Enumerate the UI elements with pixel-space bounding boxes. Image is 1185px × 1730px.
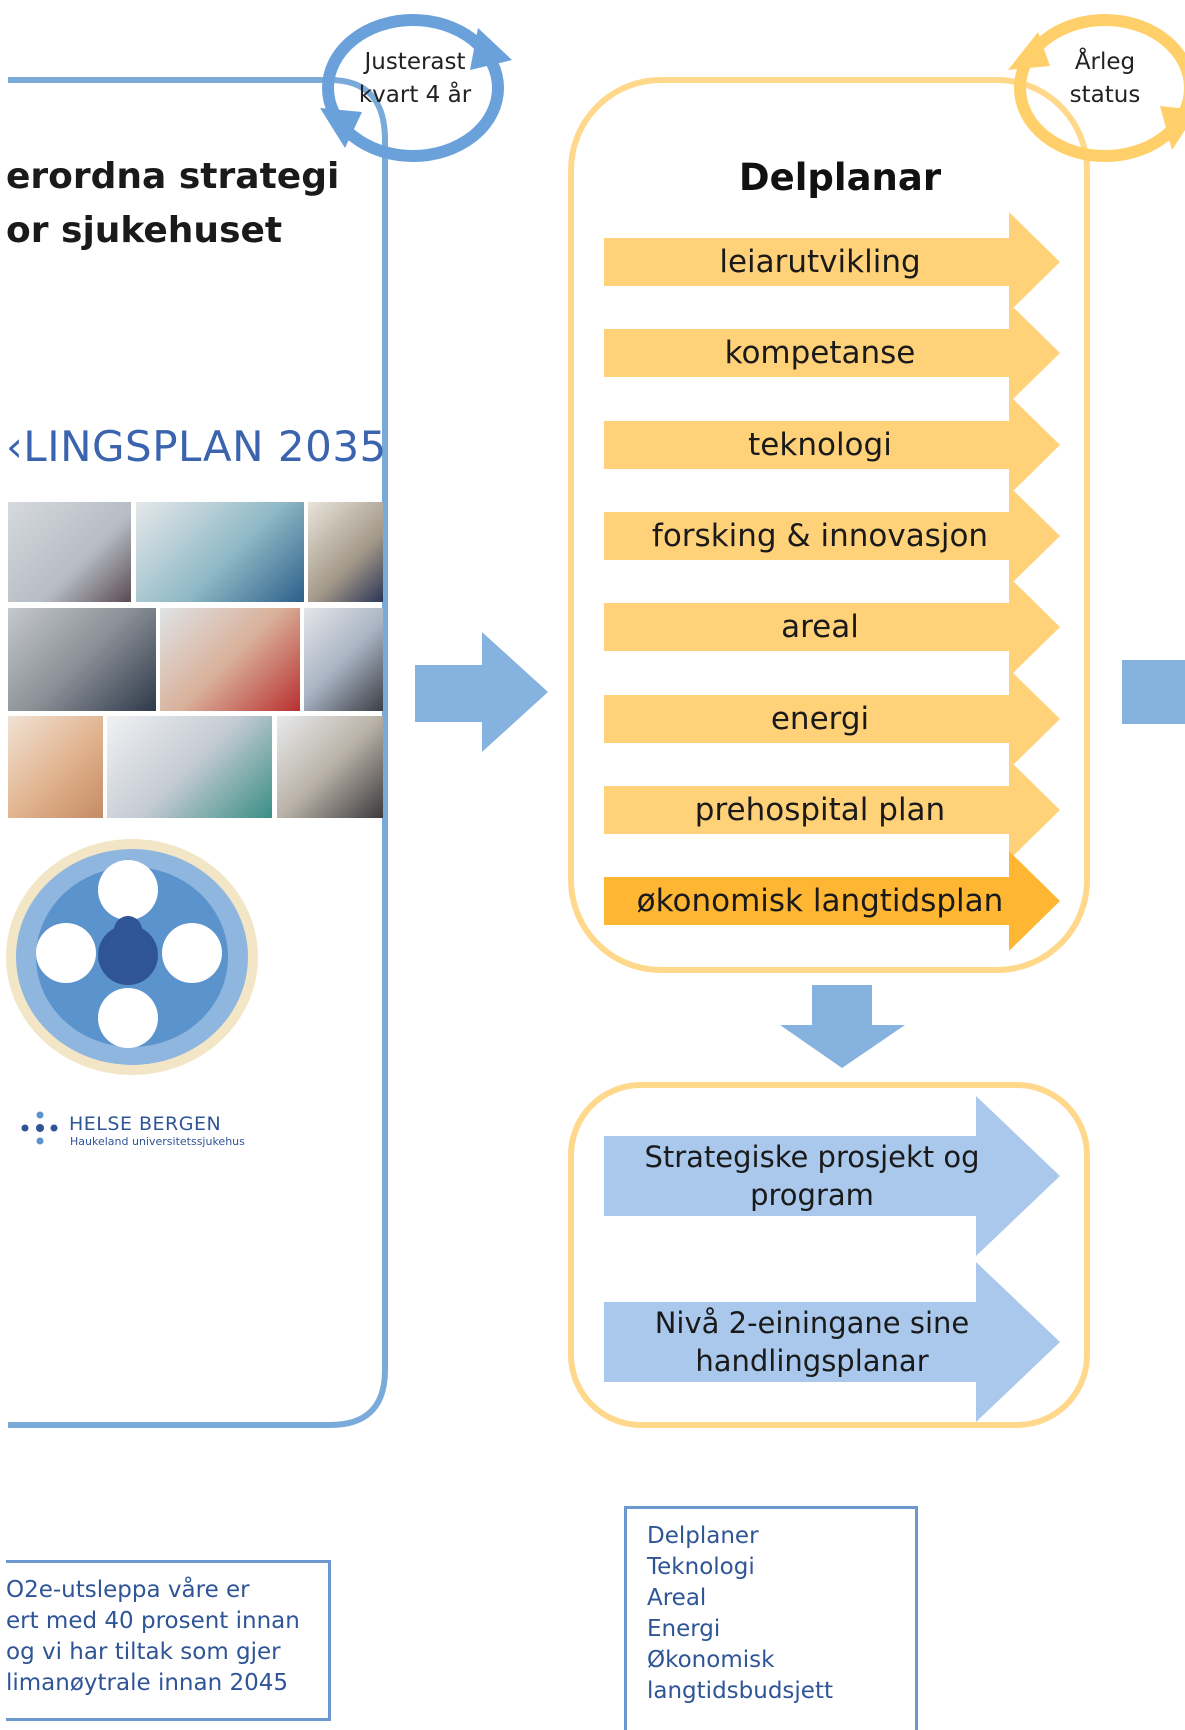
photo-surgery <box>107 716 272 818</box>
photo-scanner <box>8 608 156 711</box>
photo-patient <box>8 502 131 602</box>
delplan-arrow-4: areal <box>604 577 1060 678</box>
note-line: ert med 40 prosent innan <box>6 1608 300 1634</box>
delplan-arrow-3: forsking & innovasjon <box>604 485 1060 586</box>
note-line: O2e-utsleppa våre er <box>6 1577 250 1603</box>
action-label: Strategiske prosjekt og program <box>644 1140 980 1212</box>
delplan-arrow-7: økonomisk langtidsplan <box>604 851 1060 952</box>
petal-left <box>36 923 96 983</box>
arrow-shape-icon <box>604 212 1060 312</box>
note-line: Areal <box>647 1585 707 1611</box>
action-label: Nivå 2-einingane sine handlingsplanar <box>654 1306 970 1378</box>
delplanar-frame <box>568 77 1090 973</box>
action-arrow-0: Strategiske prosjekt og program <box>604 1096 1060 1256</box>
arrow-shape-icon <box>604 485 1060 586</box>
strategy-frame <box>8 77 388 1428</box>
logo-subtitle: Haukeland universitetssjukehus <box>70 1135 245 1148</box>
note-line: langtidsbudsjett <box>647 1678 833 1704</box>
arrow-shape-icon <box>604 851 1060 952</box>
wheel-center <box>98 925 158 985</box>
delplanar-title: Delplanar <box>738 156 942 199</box>
arrow-shape-icon <box>604 1262 1060 1422</box>
delplan-label: kompetanse <box>724 335 916 372</box>
arrow-shape-icon <box>604 394 1060 495</box>
note-line: og vi har tiltak som gjer <box>6 1639 281 1665</box>
flow-arrow-right-icon <box>415 632 548 752</box>
plan-title: ‹LINGSPLAN 2035 <box>6 422 387 471</box>
photo-nurses <box>136 502 304 602</box>
delplan-label: leiarutvikling <box>719 244 921 280</box>
helse-bergen-logo-icon <box>21 1111 58 1145</box>
delplan-label: teknologi <box>748 426 892 463</box>
cycle-label-left: Justerast kvart 4 år <box>358 49 472 108</box>
note-line: limanøytrale innan 2045 <box>6 1670 289 1696</box>
actions-frame <box>568 1082 1090 1428</box>
note-line: Delplaner <box>647 1523 759 1549</box>
logo-name: HELSE BERGEN <box>69 1113 222 1135</box>
note-line: Økonomisk <box>647 1647 775 1673</box>
note-line: Energi <box>647 1616 721 1642</box>
delplan-arrow-1: kompetanse <box>604 303 1060 404</box>
arrow-shape-icon <box>604 759 1060 860</box>
delplan-arrow-2: teknologi <box>604 394 1060 495</box>
photo-team <box>277 716 383 818</box>
flow-arrow-down-icon <box>780 985 905 1068</box>
cycle-arrow-right-icon <box>1008 14 1185 162</box>
delplan-arrow-0: leiarutvikling <box>604 212 1060 312</box>
photo-doctor <box>160 608 300 711</box>
petal-bottom <box>98 988 158 1048</box>
petal-right <box>162 923 222 983</box>
note-line: Teknologi <box>647 1554 755 1580</box>
delplan-label: areal <box>781 609 859 646</box>
strategy-title: erordna strategi or sjukehuset <box>6 156 340 251</box>
arrow-shape-icon <box>604 577 1060 678</box>
delplan-label: økonomisk langtidsplan <box>636 883 1004 920</box>
note-box-delplaner: Delplaner Teknologi Areal Energi Økonomi… <box>624 1506 918 1730</box>
delplan-label: energi <box>770 700 870 737</box>
delplan-arrow-6: prehospital plan <box>604 759 1060 860</box>
delplan-label: forsking & innovasjon <box>651 517 989 554</box>
note-box-emissions: O2e-utsleppa våre er ert med 40 prosent … <box>6 1560 331 1721</box>
arrow-shape-icon <box>604 668 1060 769</box>
arrow-shape-icon <box>604 303 1060 404</box>
photo-elderly <box>308 502 383 602</box>
cycle-arrow-left-icon <box>320 14 512 162</box>
delplan-label: prehospital plan <box>694 791 946 828</box>
delplan-arrow-5: energi <box>604 668 1060 769</box>
cycle-label-right: Årleg status <box>1069 49 1141 108</box>
flow-arrow-right-stub-icon <box>1122 660 1185 724</box>
values-wheel <box>6 839 258 1075</box>
photo-hallway <box>304 608 383 711</box>
arrow-shape-icon <box>604 1096 1060 1256</box>
photo-mother <box>8 716 103 818</box>
petal-top <box>98 860 158 920</box>
action-arrow-1: Nivå 2-einingane sine handlingsplanar <box>604 1262 1060 1422</box>
